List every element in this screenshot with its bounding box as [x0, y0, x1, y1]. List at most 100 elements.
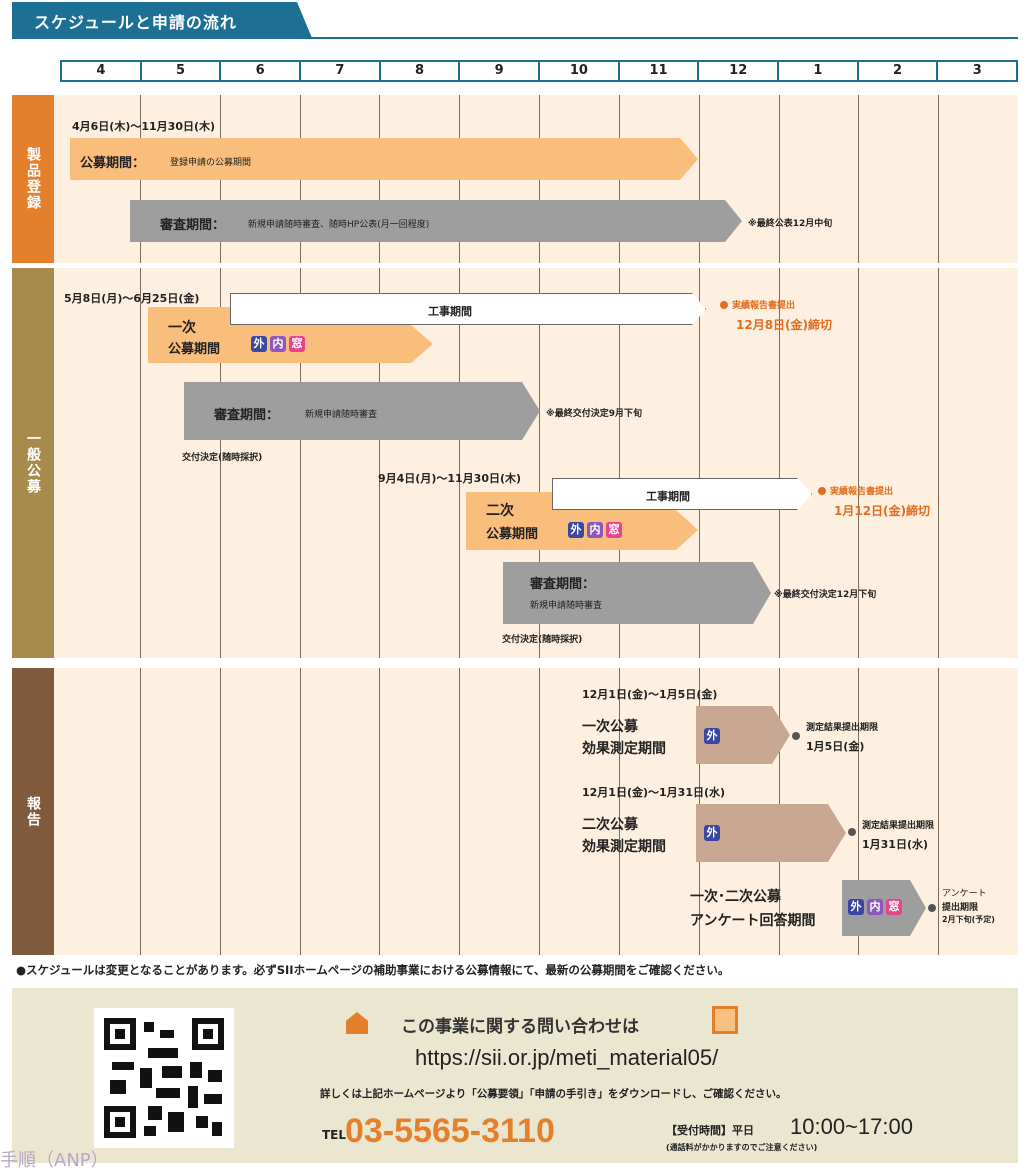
month-gridline	[858, 95, 860, 263]
category-product: 製品登録	[12, 95, 54, 263]
r3-deadline-dot	[928, 904, 936, 912]
r3-title-1: 一次･二次公募	[690, 889, 781, 905]
second-date: 9月4日(月)〜11月30日(木)	[378, 472, 522, 485]
r1-deadline-2: 1月5日(金)	[806, 740, 865, 753]
tag-in: 内	[587, 522, 603, 538]
second-title-1: 二次	[486, 503, 514, 519]
r3-title-2: アンケート回答期間	[690, 913, 816, 929]
tel-number[interactable]: 03-5565-3110	[345, 1112, 555, 1150]
header-rule	[12, 37, 1018, 39]
first-decision: 交付決定(随時採択)	[182, 453, 263, 463]
month-gridline	[858, 668, 860, 955]
product-bar2-desc: 新規申請随時審査、随時HP公表(月一回程度)	[248, 220, 430, 230]
schedule-note: ●スケジュールは変更となることがあります。必ずSIIホームページの補助事業におけ…	[16, 963, 730, 977]
month-cell: 12	[697, 62, 777, 80]
qr-code[interactable]	[94, 1008, 234, 1148]
month-gridline	[139, 268, 141, 658]
month-gridline	[219, 668, 221, 955]
category-report: 報告	[12, 668, 54, 955]
section-title: スケジュールと申請の流れ	[34, 13, 237, 32]
house-icon	[346, 1012, 368, 1034]
month-gridline	[618, 268, 620, 658]
r3-deadline-3: 2月下旬(予定)	[942, 915, 995, 924]
month-gridline	[539, 268, 540, 658]
computer-icon	[712, 1006, 738, 1034]
month-cell: 1	[777, 62, 857, 80]
tag-out: 外	[704, 728, 720, 744]
second-decision: 交付決定(随時採択)	[502, 635, 583, 645]
second-report-dot	[818, 487, 826, 495]
hours-note: (通話料がかかりますのでご注意ください)	[666, 1143, 818, 1152]
product-bar1-desc: 登録申請の公募期間	[170, 158, 252, 168]
hours-label: 【受付時間】平日	[666, 1124, 754, 1137]
first-report-dot	[720, 301, 728, 309]
month-gridline	[698, 268, 700, 658]
first-title-1: 一次	[168, 320, 196, 336]
tag-in: 内	[867, 899, 883, 915]
product-bar1-title: 公募期間：	[80, 156, 146, 171]
hours-time: 10:00~17:00	[790, 1114, 913, 1139]
month-cell: 4	[96, 63, 106, 78]
section-title-banner: スケジュールと申請の流れ	[12, 2, 312, 38]
second-review-note: ※最終交付決定12月下旬	[774, 590, 877, 600]
product-review-bar	[130, 200, 742, 242]
qr-pattern	[104, 1018, 224, 1138]
r2-deadline-2: 1月31日(水)	[862, 838, 929, 851]
r1-deadline-dot	[792, 732, 800, 740]
second-report-2: 1月12日(金)締切	[834, 504, 931, 518]
r2-bar	[696, 804, 846, 862]
r2-deadline-1: 測定結果提出期限	[862, 821, 935, 831]
month-header: 4 5 6 7 8 9 10 11 12 1 2 3	[60, 60, 1018, 82]
product-date: 4月6日(木)〜11月30日(木)	[72, 120, 216, 133]
tag-out: 外	[848, 899, 864, 915]
product-bar2-note: ※最終公表12月中旬	[748, 219, 833, 229]
second-title-2: 公募期間	[486, 527, 539, 542]
tag-out: 外	[704, 825, 720, 841]
second-review-bar	[503, 562, 771, 624]
tel-label: TEL	[322, 1128, 347, 1142]
month-gridline	[778, 95, 780, 263]
tag-window: 窓	[289, 336, 305, 352]
r3-deadline-1: アンケート	[942, 889, 987, 899]
category-general: 一般公募	[12, 268, 54, 658]
download-note: 詳しくは上記ホームページより「公募要領」「申請の手引き」をダウンロードし、ご確認…	[320, 1088, 787, 1100]
contact-url[interactable]: https://sii.or.jp/meti_material05/	[415, 1045, 719, 1070]
contact-heading: この事業に関する問い合わせは	[401, 1017, 639, 1037]
month-gridline	[379, 668, 381, 955]
first-date: 5月8日(月)〜6月25日(金)	[64, 292, 200, 305]
cut-off-footer-text: 手順（ANP）	[0, 1150, 109, 1171]
month-cell: 9	[458, 62, 538, 80]
first-title-2: 公募期間	[168, 342, 221, 357]
first-review-note: ※最終交付決定9月下旬	[546, 409, 643, 419]
month-gridline	[539, 668, 540, 955]
r1-title-2: 効果測定期間	[582, 741, 666, 757]
month-cell: 11	[617, 62, 698, 80]
first-tags: 外内窓	[251, 336, 305, 352]
month-gridline	[219, 268, 221, 658]
month-gridline	[938, 95, 940, 263]
r2-deadline-dot	[848, 828, 856, 836]
month-gridline	[299, 668, 301, 955]
second-review-desc: 新規申請随時審査	[530, 601, 603, 611]
month-cell: 8	[378, 62, 459, 80]
product-recruit-bar	[70, 138, 698, 180]
month-cell: 6	[219, 62, 299, 80]
month-gridline	[459, 268, 461, 658]
tag-in: 内	[270, 336, 286, 352]
month-gridline	[938, 668, 940, 955]
month-cell: 5	[139, 62, 220, 80]
r2-title-1: 二次公募	[582, 817, 638, 833]
r3-deadline-2: 提出期限	[942, 903, 979, 913]
month-cell: 2	[856, 62, 937, 80]
first-review-title: 審査期間：	[214, 408, 280, 423]
month-gridline	[618, 668, 620, 955]
r1-title-1: 一次公募	[582, 719, 638, 735]
second-report-1: 実績報告書提出	[830, 487, 894, 497]
first-work-bar	[230, 293, 706, 325]
month-cell: 10	[538, 62, 618, 80]
r2-date: 12月1日(金)〜1月31日(水)	[582, 786, 726, 799]
first-work-label: 工事期間	[428, 305, 472, 318]
month-gridline	[698, 95, 700, 263]
first-report-1: 実績報告書提出	[732, 301, 796, 311]
r1-date: 12月1日(金)〜1月5日(金)	[582, 688, 718, 701]
